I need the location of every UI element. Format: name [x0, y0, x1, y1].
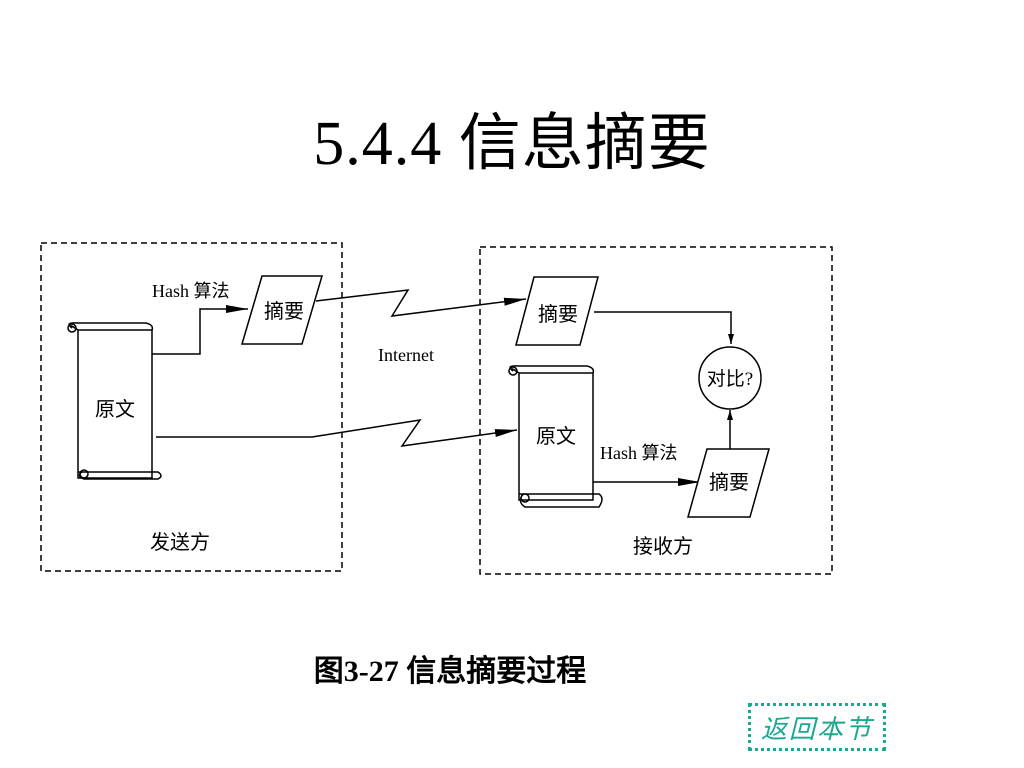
- sender-box: [40, 242, 343, 572]
- received-digest-to-compare: [594, 311, 734, 344]
- receiver-digest-box: [687, 448, 770, 518]
- received-digest-box: [515, 276, 599, 346]
- receiver-label: 接收方: [633, 535, 693, 558]
- sender-hash-arrow: [152, 305, 248, 355]
- receiver-digest-label: 摘要: [709, 471, 749, 494]
- sender-digest-box: [240, 275, 324, 345]
- internet-label: Internet: [378, 345, 434, 365]
- receiver-hash-label: Hash 算法: [600, 443, 678, 463]
- sender-original-label: 原文: [95, 398, 135, 421]
- receiver-original-scroll: [508, 365, 603, 508]
- receiver-box: [479, 246, 833, 575]
- compare-label: 对比?: [707, 368, 753, 390]
- digest-transmission-line: [315, 289, 527, 317]
- sender-original-scroll: [67, 322, 162, 480]
- compare-circle: [698, 346, 762, 410]
- return-to-section-button[interactable]: 返回本节: [748, 703, 886, 751]
- page-title: 5.4.4 信息摘要: [313, 110, 711, 178]
- sender-digest-label: 摘要: [264, 300, 304, 323]
- sender-hash-label: Hash 算法: [152, 281, 230, 301]
- figure-caption: 图3-27 信息摘要过程: [313, 655, 587, 688]
- received-digest-label: 摘要: [538, 303, 578, 326]
- receiver-original-label: 原文: [536, 425, 576, 448]
- sender-label: 发送方: [150, 531, 210, 554]
- original-transmission-line: [156, 418, 518, 447]
